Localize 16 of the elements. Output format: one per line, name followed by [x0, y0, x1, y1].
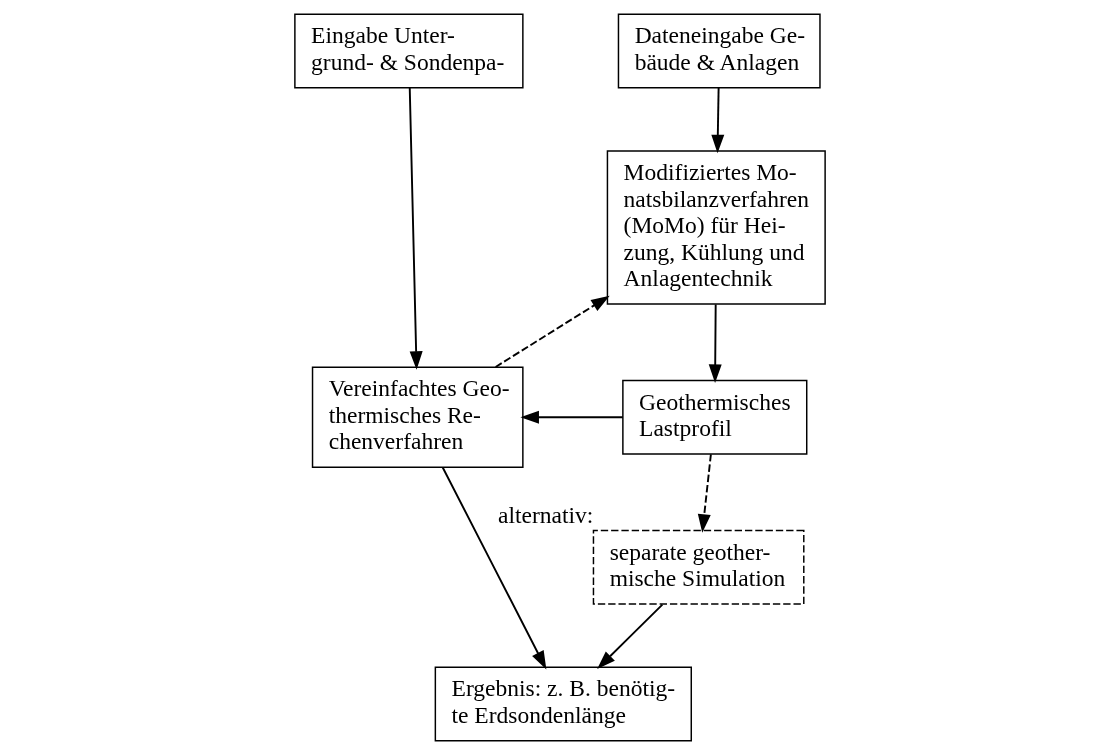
node-box: Vereinfachtes Geo- thermisches Re- chenverfahren — [311, 366, 524, 468]
arrow — [408, 87, 423, 370]
arrow — [494, 295, 610, 368]
arrow — [520, 410, 624, 424]
node-box: Dateneingabe Ge- bäude & Anlagen — [617, 13, 821, 89]
node-box: separate geother- mische Simulation — [592, 529, 805, 605]
arrow — [708, 303, 722, 383]
node-label: alternativ: — [498, 501, 594, 528]
node-box: Modifiziertes Mo- natsbilanzverfahren (MoMo) für Hei- zung, Kühlung und Anlagentechnik — [606, 150, 826, 305]
arrow — [711, 87, 725, 154]
node-box: Eingabe Unter- grund- & Sondenpa- — [294, 13, 524, 89]
node-box: Ergebnis: z. B. benötig- te Erdsondenlänge — [434, 666, 692, 742]
node-box: Geothermisches Lastprofil — [622, 379, 808, 455]
arrow — [441, 466, 547, 670]
arrow — [597, 603, 664, 670]
arrow — [697, 453, 712, 533]
